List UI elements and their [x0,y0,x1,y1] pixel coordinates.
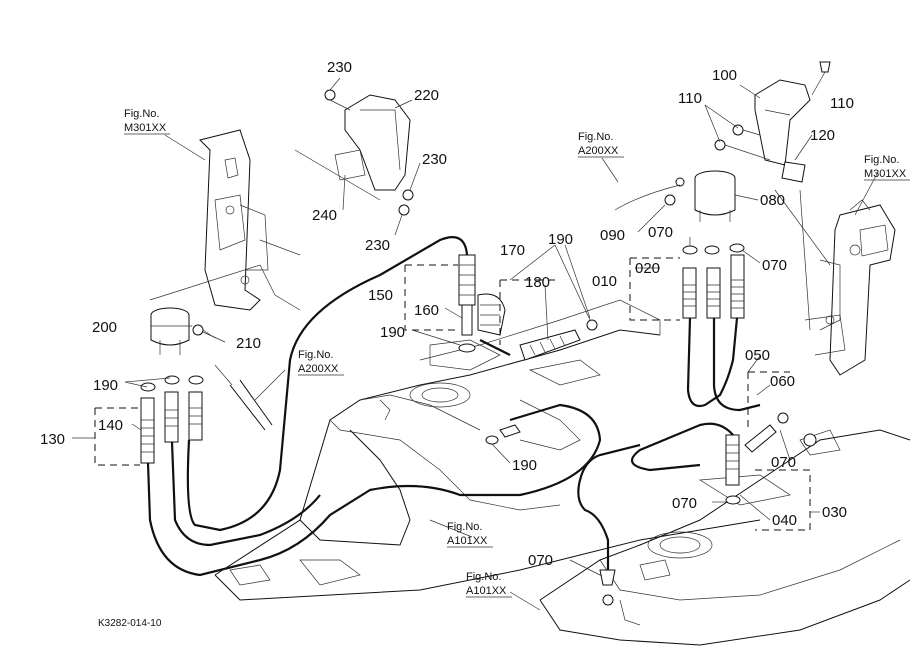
svg-text:M301XX: M301XX [864,168,907,180]
svg-text:A101XX: A101XX [447,535,488,547]
fittings-020-010 [682,243,745,319]
callout-240: 240 [312,207,337,224]
fig-ref-m301xx-right[interactable]: Fig.No. M301XX [864,154,910,181]
right-fender-bracket [774,189,896,376]
callout-230-low: 230 [365,237,390,254]
fig-ref-a200xx-top[interactable]: Fig.No. A200XX [578,131,624,158]
callout-070-right: 070 [762,257,787,274]
fig-ref-a101xx-bottom[interactable]: Fig.No. A101XX [466,571,512,598]
fig-ref-m301xx-left[interactable]: Fig.No. M301XX [124,108,170,135]
fig-ref-a200xx-mid[interactable]: Fig.No. A200XX [298,349,344,376]
callout-070-lower: 070 [672,495,697,512]
callout-230-mid: 230 [422,151,447,168]
leader-lines [72,77,879,611]
callout-numbers: 230 220 230 240 230 100 110 110 120 080 … [40,59,854,569]
svg-text:Fig.No.: Fig.No. [578,131,613,143]
callout-130: 130 [40,431,65,448]
cover-220-assembly [294,89,414,216]
cover-100-assembly [714,61,831,183]
figure-references: Fig.No. M301XX Fig.No. A200XX Fig.No. M3… [124,108,910,598]
reservoir-080 [614,170,736,222]
callout-170: 170 [500,242,525,259]
callout-230-top: 230 [327,59,352,76]
callout-140: 140 [98,417,123,434]
svg-text:A200XX: A200XX [578,145,619,157]
callout-150: 150 [368,287,393,304]
callout-040: 040 [772,512,797,529]
drawing-code: K3282-014-10 [98,618,162,629]
callout-160: 160 [414,302,439,319]
reservoir-200 [150,307,273,431]
left-fender-bracket [149,129,301,311]
callout-190-bottom: 190 [512,457,537,474]
fittings-040-060 [485,412,817,606]
callout-220: 220 [414,87,439,104]
callout-080: 080 [760,192,785,209]
callout-200: 200 [92,319,117,336]
callout-070-mid: 070 [771,454,796,471]
callout-020: 020 [635,260,660,277]
callout-060: 060 [770,373,795,390]
callout-050: 050 [745,347,770,364]
svg-text:A101XX: A101XX [466,585,507,597]
svg-text:Fig.No.: Fig.No. [447,521,482,533]
svg-text:Fig.No.: Fig.No. [864,154,899,166]
filler-neck-assembly [458,254,598,361]
callout-190-left: 190 [93,377,118,394]
group-brackets [94,257,811,531]
callout-210: 210 [236,335,261,352]
callout-030: 030 [822,504,847,521]
fig-ref-a101xx-mid[interactable]: Fig.No. A101XX [447,521,493,548]
svg-text:M301XX: M301XX [124,122,167,134]
callout-070-top: 070 [648,224,673,241]
callout-180: 180 [525,274,550,291]
callout-190-mid: 190 [380,324,405,341]
callout-070-bottom: 070 [528,552,553,569]
callout-100: 100 [712,67,737,84]
callout-120: 120 [810,127,835,144]
svg-text:Fig.No.: Fig.No. [298,349,333,361]
svg-text:Fig.No.: Fig.No. [466,571,501,583]
svg-text:Fig.No.: Fig.No. [124,108,159,120]
callout-010: 010 [592,273,617,290]
callout-090: 090 [600,227,625,244]
fuel-hoses [146,236,761,577]
callout-110-right: 110 [830,95,854,112]
callout-190-top: 190 [548,231,573,248]
svg-text:A200XX: A200XX [298,363,339,375]
callout-110-left: 110 [678,90,702,107]
